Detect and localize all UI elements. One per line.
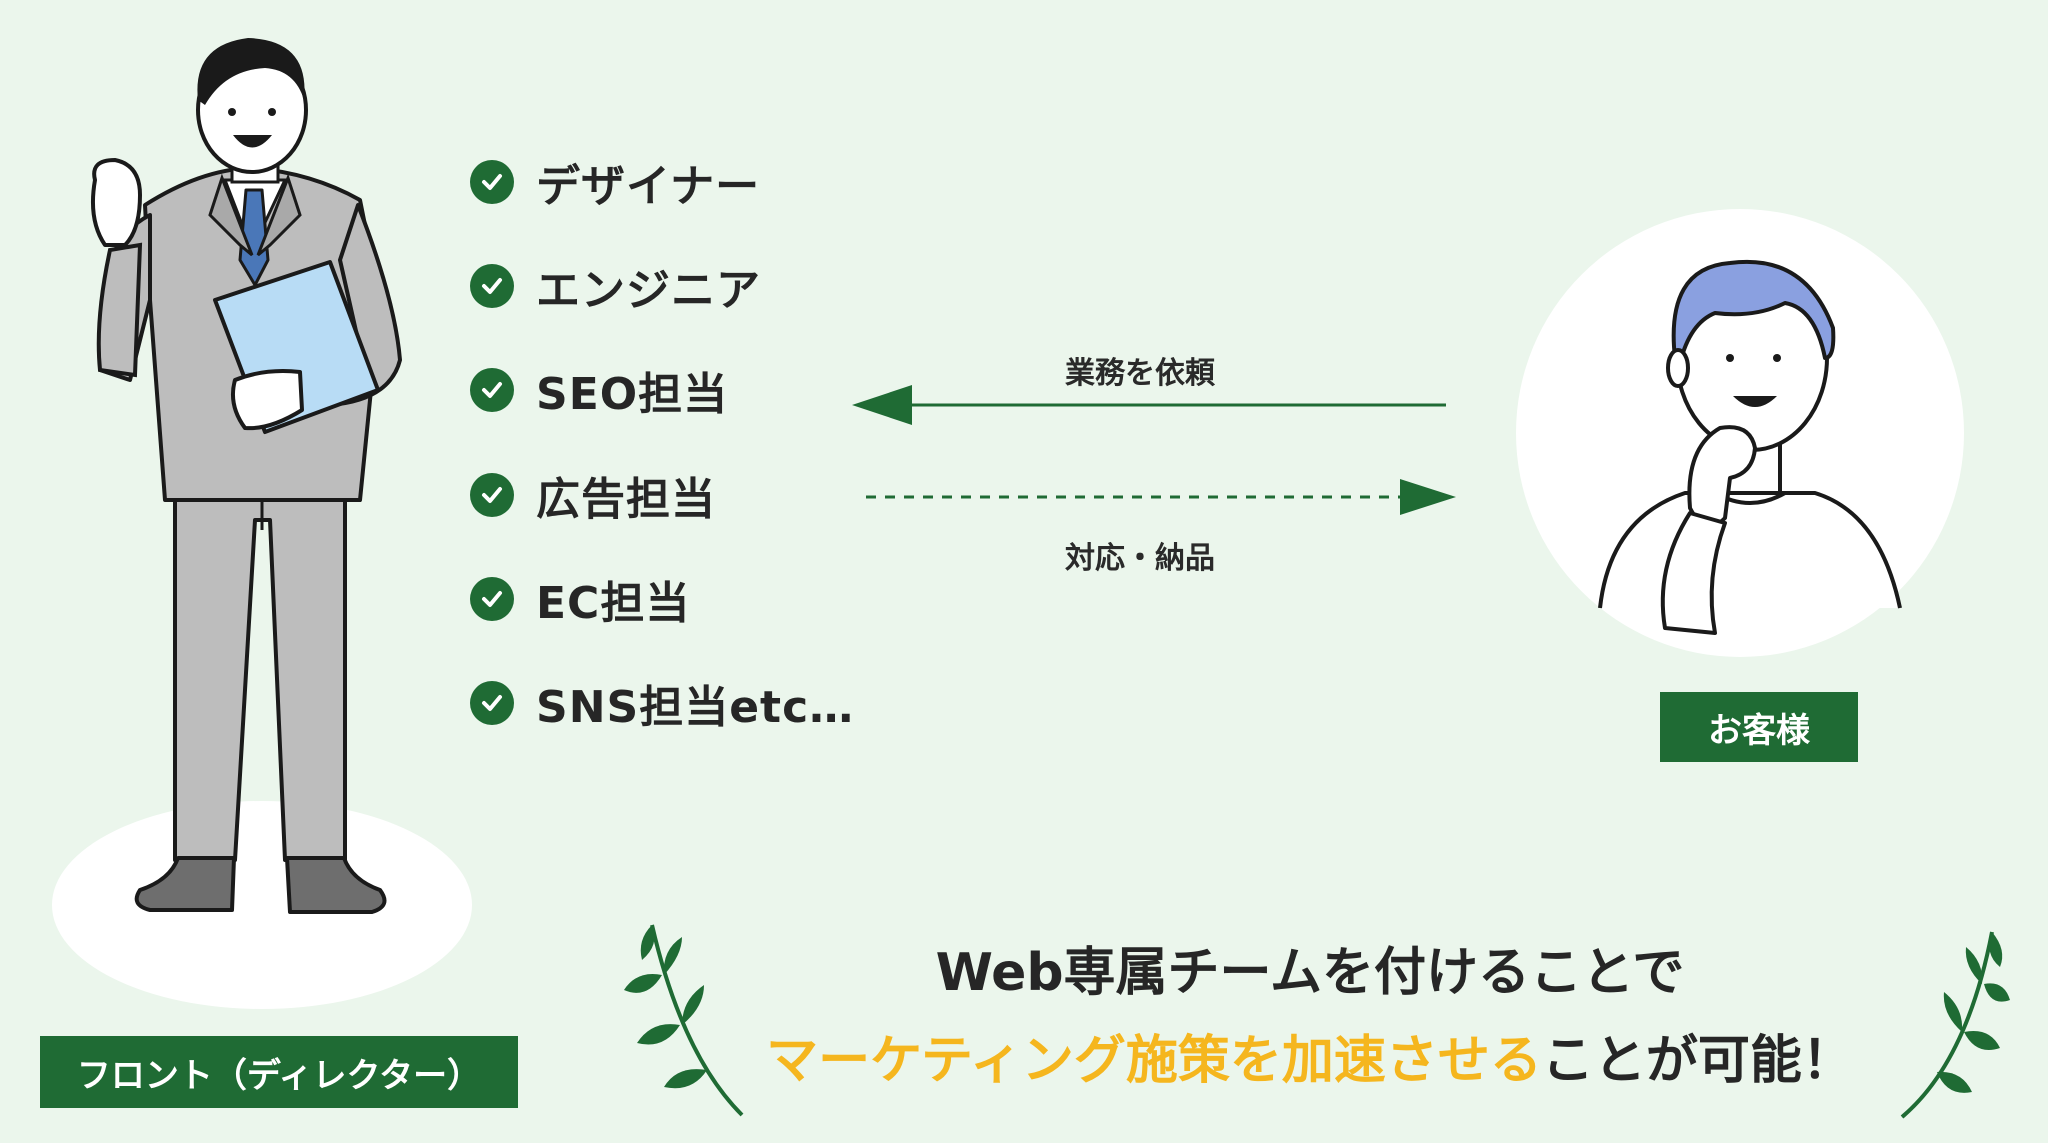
check-circle-icon bbox=[470, 368, 514, 412]
role-item: EC担当 bbox=[470, 569, 690, 629]
role-label: エンジニア bbox=[536, 265, 761, 316]
check-circle-icon bbox=[470, 160, 514, 204]
headline-rest: ことが可能！ bbox=[1541, 1031, 1854, 1091]
laurel-branch-icon bbox=[624, 924, 744, 1117]
role-item: SEO担当 bbox=[470, 360, 728, 420]
headline-accent: マーケティング施策を加速させる bbox=[766, 1031, 1542, 1091]
businessman-illustration bbox=[52, 38, 472, 1009]
check-circle-icon bbox=[470, 681, 514, 725]
role-label: SNS担当etc… bbox=[536, 682, 855, 733]
front-director-label: フロント（ディレクター） bbox=[40, 1036, 518, 1108]
role-item: エンジニア bbox=[470, 256, 761, 316]
role-label: 広告担当 bbox=[536, 474, 716, 525]
request-label: 業務を依頼 bbox=[1065, 356, 1215, 391]
request-arrow bbox=[852, 385, 1446, 425]
role-label: EC担当 bbox=[536, 578, 691, 629]
laurel-branch-icon bbox=[1900, 931, 2010, 1119]
role-item: 広告担当 bbox=[470, 465, 716, 525]
customer-illustration bbox=[1516, 209, 1964, 657]
delivery-arrow bbox=[866, 479, 1456, 515]
role-item: デザイナー bbox=[470, 152, 760, 212]
role-item: SNS担当etc… bbox=[470, 673, 854, 733]
headline-line-1: Web専属チームを付けることで bbox=[935, 943, 1685, 1003]
delivery-label: 対応・納品 bbox=[1065, 541, 1215, 576]
role-label: SEO担当 bbox=[536, 369, 729, 420]
role-label: デザイナー bbox=[536, 161, 761, 212]
check-circle-icon bbox=[470, 473, 514, 517]
check-circle-icon bbox=[470, 264, 514, 308]
headline-line-2: マーケティング施策を加速させることが可能！ bbox=[640, 1018, 1980, 1093]
check-circle-icon bbox=[470, 577, 514, 621]
customer-label: お客様 bbox=[1660, 692, 1858, 762]
